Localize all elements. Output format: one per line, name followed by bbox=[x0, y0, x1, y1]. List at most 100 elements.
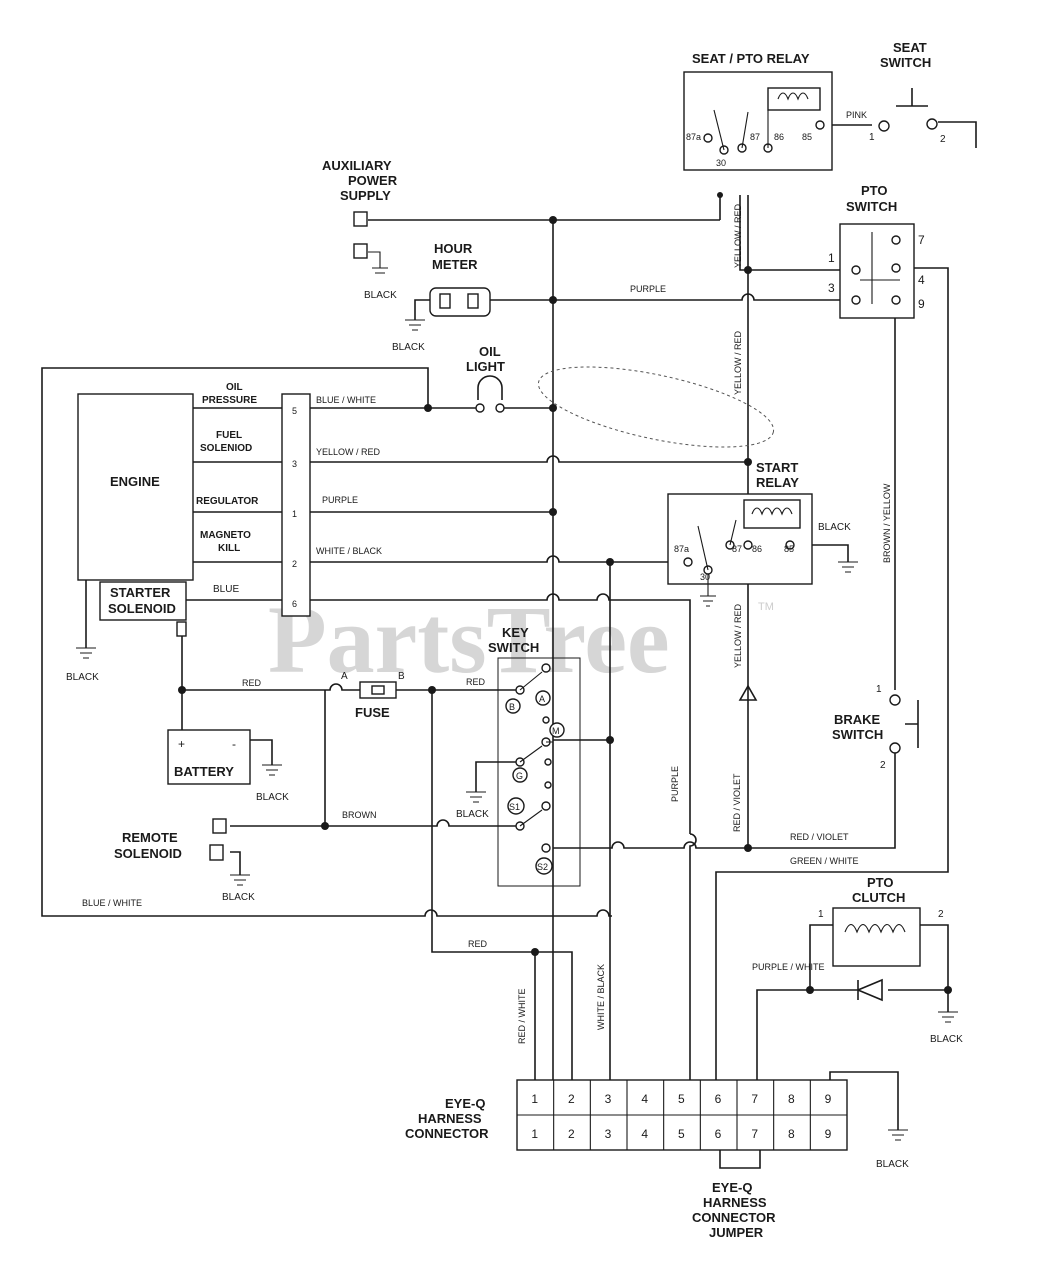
hour-meter-ground-black: BLACK bbox=[392, 342, 425, 353]
seat-pto-relay: SEAT / PTO RELAY 87a 30 87 86 85 bbox=[683, 51, 833, 171]
start-relay-label-2: RELAY bbox=[756, 475, 799, 490]
wire-purple-white-1: PURPLE / WHITE bbox=[752, 962, 825, 972]
start-relay-pin-87: 87 bbox=[732, 544, 742, 554]
engine-pin-6: 6 bbox=[292, 599, 297, 609]
remote-solenoid-ground-black: BLACK bbox=[222, 892, 255, 903]
wire-blue-white-1: BLUE / WHITE bbox=[316, 395, 376, 405]
wire-red-white: RED / WHITE bbox=[517, 989, 527, 1045]
eyeq-pin-4-bottom: 4 bbox=[641, 1127, 648, 1141]
wire-yellow-red-1: YELLOW / RED bbox=[316, 447, 381, 457]
pto-switch-label-1: PTO bbox=[861, 183, 888, 198]
oil-light-label-2: LIGHT bbox=[466, 359, 505, 374]
pto-switch-pin-4: 4 bbox=[918, 273, 925, 287]
key-pin-s2: S2 bbox=[537, 862, 548, 872]
pto-switch-pin-7: 7 bbox=[918, 233, 925, 247]
oil-light: OIL LIGHT bbox=[466, 344, 505, 413]
start-relay-pin-86: 86 bbox=[752, 544, 762, 554]
eyeq-pin-5-bottom: 5 bbox=[678, 1127, 685, 1141]
wire-brown-yellow: BROWN / YELLOW bbox=[882, 483, 892, 563]
seat-relay-pin-30: 30 bbox=[716, 158, 726, 168]
fuse: A B FUSE bbox=[341, 671, 405, 720]
watermark: PartsTree bbox=[268, 586, 670, 693]
pto-switch: PTO SWITCH 1 3 7 4 9 bbox=[828, 183, 925, 319]
seat-switch-pin-1: 1 bbox=[869, 132, 875, 143]
battery-ground-black: BLACK bbox=[256, 792, 289, 803]
wire-white-black-v: WHITE / BLACK bbox=[596, 964, 606, 1030]
wire-purple-top: PURPLE bbox=[630, 284, 666, 294]
jumper-label-2: HARNESS bbox=[703, 1195, 767, 1210]
jumper-label-4: JUMPER bbox=[709, 1225, 764, 1240]
eyeq-ground-black: BLACK bbox=[876, 1159, 909, 1170]
pto-clutch-pin-1: 1 bbox=[818, 909, 824, 920]
fuse-label: FUSE bbox=[355, 705, 390, 720]
starter-solenoid-label-2: SOLENOID bbox=[108, 601, 176, 616]
seat-relay-pin-87a: 87a bbox=[686, 132, 701, 142]
starter-solenoid-label-1: STARTER bbox=[110, 585, 171, 600]
wire-blue-white-2: BLUE / WHITE bbox=[82, 898, 142, 908]
hour-meter: HOUR METER BLACK bbox=[392, 241, 491, 353]
eyeq-connector: EYE-Q HARNESS CONNECTOR 1122334455667788… bbox=[405, 1079, 909, 1170]
watermark-tm: TM bbox=[758, 601, 774, 613]
eyeq-pin-1-bottom: 1 bbox=[531, 1127, 538, 1141]
eyeq-jumper: EYE-Q HARNESS CONNECTOR JUMPER bbox=[692, 1180, 776, 1240]
aux-label-2: POWER bbox=[348, 173, 398, 188]
brake-switch-pin-2: 2 bbox=[880, 760, 886, 771]
aux-power-supply: AUXILIARY POWER SUPPLY BLACK bbox=[322, 158, 398, 301]
start-relay-pin-87a: 87a bbox=[674, 544, 689, 554]
pto-switch-pin-3: 3 bbox=[828, 281, 835, 295]
eyeq-pin-3-top: 3 bbox=[605, 1092, 612, 1106]
seat-switch-label-1: SEAT bbox=[893, 40, 927, 55]
seat-switch-label-2: SWITCH bbox=[880, 55, 931, 70]
eyeq-label-2: HARNESS bbox=[418, 1111, 482, 1126]
wire-red-violet-v: RED / VIOLET bbox=[732, 773, 742, 832]
wire-yellow-red-mid: YELLOW / RED bbox=[733, 330, 743, 395]
brake-switch-label-2: SWITCH bbox=[832, 727, 883, 742]
key-switch-ground-black: BLACK bbox=[456, 809, 489, 820]
engine-pin-1: 1 bbox=[292, 509, 297, 519]
wire-brown: BROWN bbox=[342, 810, 377, 820]
seat-relay-pin-87: 87 bbox=[750, 132, 760, 142]
aux-ground-black: BLACK bbox=[364, 290, 397, 301]
fuse-pin-a: A bbox=[341, 671, 348, 682]
engine-ground-black: BLACK bbox=[66, 672, 99, 683]
engine-label: ENGINE bbox=[110, 474, 160, 489]
jumper-label-3: CONNECTOR bbox=[692, 1210, 776, 1225]
hour-meter-label-2: METER bbox=[432, 257, 478, 272]
eyeq-pin-9-top: 9 bbox=[825, 1092, 832, 1106]
start-relay-label-1: START bbox=[756, 460, 798, 475]
battery-minus: - bbox=[232, 737, 236, 751]
eyeq-pin-4-top: 4 bbox=[641, 1092, 648, 1106]
engine-pin-5: 5 bbox=[292, 406, 297, 416]
brake-switch: 1 2 BRAKE SWITCH bbox=[832, 684, 919, 771]
regulator-label: REGULATOR bbox=[196, 496, 259, 507]
junctions bbox=[178, 192, 952, 994]
magneto-kill-label-2: KILL bbox=[218, 543, 240, 554]
key-switch-label-1: KEY bbox=[502, 625, 529, 640]
fuel-solenoid-label-1: FUEL bbox=[216, 430, 242, 441]
wire-yellow-red-low: YELLOW / RED bbox=[733, 603, 743, 668]
pto-switch-pin-9: 9 bbox=[918, 297, 925, 311]
key-pin-s1: S1 bbox=[509, 802, 520, 812]
wire-purple-v: PURPLE bbox=[670, 766, 680, 802]
diode bbox=[738, 684, 758, 701]
wire-labels-vertical: YELLOW / RED YELLOW / RED YELLOW / RED B… bbox=[517, 203, 892, 1044]
battery-plus: + bbox=[178, 737, 185, 751]
eyeq-pin-2-bottom: 2 bbox=[568, 1127, 575, 1141]
eyeq-pin-2-top: 2 bbox=[568, 1092, 575, 1106]
aux-label-1: AUXILIARY bbox=[322, 158, 392, 173]
wire-red-3: RED bbox=[468, 939, 488, 949]
start-relay-ground-black: BLACK bbox=[818, 522, 851, 533]
eyeq-pin-8-top: 8 bbox=[788, 1092, 795, 1106]
wire-white-black-1: WHITE / BLACK bbox=[316, 546, 382, 556]
eyeq-pin-1-top: 1 bbox=[531, 1092, 538, 1106]
fuse-pin-b: B bbox=[398, 671, 405, 682]
key-pin-g: G bbox=[516, 771, 523, 781]
remote-solenoid-label-2: SOLENOID bbox=[114, 846, 182, 861]
eyeq-pin-6-top: 6 bbox=[715, 1092, 722, 1106]
eyeq-pin-8-bottom: 8 bbox=[788, 1127, 795, 1141]
hour-meter-label-1: HOUR bbox=[434, 241, 473, 256]
wire-labels: BLUE / WHITE YELLOW / RED PURPLE WHITE /… bbox=[82, 284, 859, 949]
starter-solenoid: STARTER SOLENOID BLACK bbox=[66, 581, 187, 683]
key-pin-m: M bbox=[552, 726, 560, 736]
